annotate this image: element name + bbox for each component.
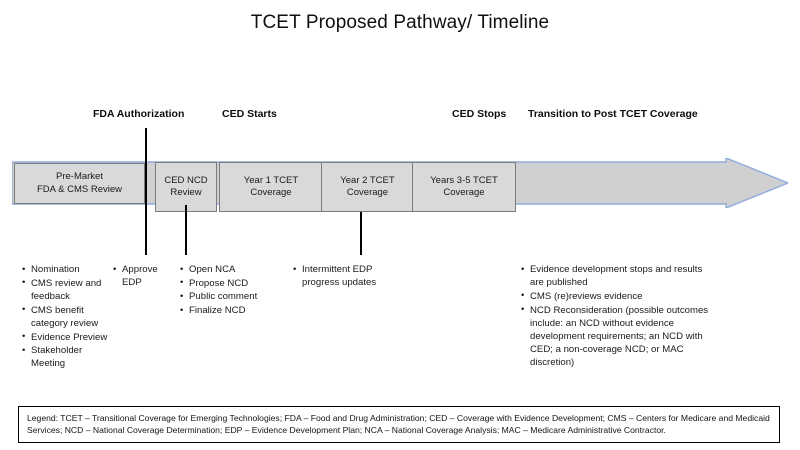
legend-box: Legend: TCET – Transitional Coverage for… bbox=[18, 406, 780, 443]
segment-years-3-5-tcet-coverage: Years 3-5 TCET Coverage bbox=[412, 162, 516, 212]
list-item: CMS benefit category review bbox=[22, 303, 116, 330]
segment-ced-ncd-review: CED NCD Review bbox=[155, 162, 217, 212]
tick-intermittent-updates bbox=[360, 212, 362, 255]
segment-year-2-tcet-coverage: Year 2 TCET Coverage bbox=[321, 162, 414, 212]
segment-year-1-line1: Year 1 TCET bbox=[243, 174, 299, 186]
page-title: TCET Proposed Pathway/ Timeline bbox=[250, 12, 550, 33]
list-item: Public comment bbox=[180, 290, 280, 303]
milestone-label-fda-authorization: FDA Authorization bbox=[93, 108, 185, 120]
bullet-group-post-tcet-activities: Evidence development stops and results a… bbox=[521, 262, 715, 370]
segment-ced-ncd-review-line2: Review bbox=[170, 187, 202, 198]
segment-years-3-5-line1: Years 3-5 TCET bbox=[430, 174, 498, 186]
segment-year-1-line2: Coverage bbox=[250, 187, 292, 198]
milestone-label-transition-post-tcet: Transition to Post TCET Coverage bbox=[528, 108, 698, 120]
list-item: Nomination bbox=[22, 262, 116, 276]
segment-year-2-line1: Year 2 TCET bbox=[340, 174, 395, 186]
segment-years-3-5-line2: Coverage bbox=[443, 187, 485, 198]
list-item: Evidence Preview bbox=[22, 330, 116, 344]
list-item: CMS (re)reviews evidence bbox=[521, 289, 715, 303]
list-item: Propose NCD bbox=[180, 276, 280, 290]
bullet-group-edp-approval: Approve EDP bbox=[113, 262, 173, 290]
tick-approve-edp bbox=[185, 205, 187, 255]
list-item: CMS review and feedback bbox=[22, 276, 116, 303]
bullet-group-coverage-monitoring: Intermittent EDP progress updates bbox=[293, 262, 391, 290]
bullet-group-pre-market-activities: Nomination CMS review and feedback CMS b… bbox=[22, 262, 116, 371]
list-item: Approve EDP bbox=[113, 262, 173, 289]
list-item: Finalize NCD bbox=[180, 304, 280, 317]
segment-ced-ncd-review-line1: CED NCD bbox=[164, 174, 208, 186]
segment-pre-market: Pre-Market FDA & CMS Review bbox=[14, 163, 145, 204]
list-item: Evidence development stops and results a… bbox=[521, 262, 715, 289]
list-item: Open NCA bbox=[180, 262, 280, 276]
segment-year-1-tcet-coverage: Year 1 TCET Coverage bbox=[219, 162, 323, 212]
segment-pre-market-line2: FDA & CMS Review bbox=[37, 183, 122, 195]
legend-text: Legend: TCET – Transitional Coverage for… bbox=[27, 413, 770, 436]
bullet-group-ncd-process: Open NCA Propose NCD Public comment Fina… bbox=[180, 262, 280, 318]
list-item: NCD Reconsideration (possible outcomes i… bbox=[521, 303, 715, 370]
milestone-label-ced-starts: CED Starts bbox=[222, 108, 277, 120]
tick-fda-authorization bbox=[145, 128, 147, 255]
segment-year-2-line2: Coverage bbox=[346, 187, 389, 198]
milestone-label-ced-stops: CED Stops bbox=[452, 108, 507, 120]
list-item: Stakeholder Meeting bbox=[22, 344, 116, 370]
list-item: Intermittent EDP progress updates bbox=[293, 262, 391, 289]
segment-pre-market-line1: Pre-Market bbox=[56, 171, 103, 182]
